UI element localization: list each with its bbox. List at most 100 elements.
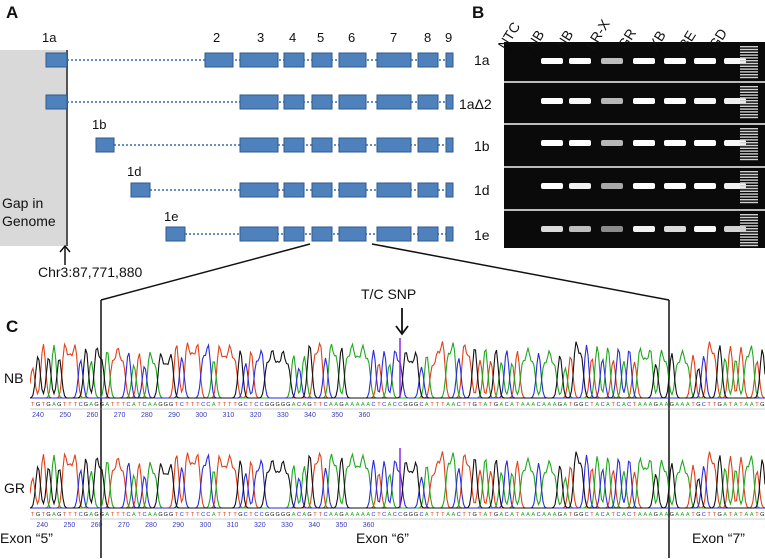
base-call: A [510, 512, 514, 518]
base-call: A [153, 402, 157, 408]
gap-boundary-line [66, 50, 68, 246]
base-call: G [494, 512, 498, 518]
transcript-label-1a-delta2: 1aΔ2 [459, 96, 492, 112]
position-label: 290 [172, 522, 184, 529]
gel-band [633, 226, 655, 232]
trace-G-channel [30, 451, 765, 509]
base-call: C [382, 402, 386, 408]
exon-box-1d [130, 182, 151, 198]
base-call: T [633, 512, 637, 518]
base-call: A [547, 512, 551, 518]
base-call: G [169, 402, 173, 408]
base-call: G [414, 512, 418, 518]
base-call: T [111, 512, 115, 518]
base-call: G [276, 512, 280, 518]
exon-box-4 [283, 94, 305, 110]
base-call: A [643, 512, 647, 518]
base-call: G [409, 402, 413, 408]
ladder-band [740, 108, 758, 110]
base-call: G [36, 402, 40, 408]
base-call: A [105, 402, 109, 408]
exon-number-3: 3 [257, 30, 265, 45]
base-call: A [750, 402, 754, 408]
exon-box-7 [376, 52, 412, 68]
base-call: T [489, 402, 493, 408]
base-call: A [212, 512, 216, 518]
base-call: T [436, 512, 440, 518]
base-call: T [707, 512, 711, 518]
exon-box-1b [95, 137, 115, 153]
base-call: T [249, 402, 253, 408]
exon-box-6 [338, 94, 367, 110]
ladder-band [740, 54, 758, 56]
first-exon-label-1d: 1d [127, 164, 142, 179]
exon-box-8 [417, 226, 439, 242]
base-call: T [116, 512, 120, 518]
base-call: A [452, 402, 456, 408]
gel-band [633, 140, 655, 146]
base-call: C [142, 512, 146, 518]
base-call: T [185, 402, 189, 408]
ladder-band [740, 116, 758, 119]
base-call: C [457, 512, 461, 518]
base-call: G [718, 402, 722, 408]
exon-box-3 [239, 226, 279, 242]
exon-box-5 [311, 94, 333, 110]
base-call: A [388, 402, 392, 408]
gel-band [541, 58, 563, 64]
ladder-band [740, 193, 758, 195]
base-call: G [169, 512, 173, 518]
gel-band [664, 226, 686, 232]
exon-box-8 [417, 52, 439, 68]
base-call: T [137, 402, 141, 408]
base-call: T [217, 512, 221, 518]
base-call: C [382, 512, 386, 518]
base-call: A [745, 402, 749, 408]
snp-arrow-icon [395, 308, 409, 336]
ladder-band [740, 65, 758, 67]
gel-band [541, 226, 563, 232]
ladder-band [740, 60, 758, 62]
base-call: G [473, 402, 477, 408]
base-call: G [760, 402, 764, 408]
base-call: T [691, 512, 695, 518]
base-call: C [601, 402, 605, 408]
first-exon-label-1b: 1b [92, 117, 107, 132]
ladder-band [740, 74, 758, 76]
base-call: G [409, 512, 413, 518]
base-call: T [713, 402, 717, 408]
base-call: G [403, 512, 407, 518]
base-call: A [350, 512, 354, 518]
base-call: T [468, 512, 472, 518]
ladder-band [740, 228, 758, 230]
gene-structure-diagram [45, 52, 454, 242]
exon-box-6 [338, 182, 367, 198]
base-call: A [643, 402, 647, 408]
gap-label-line-1: Gap in [2, 195, 44, 211]
base-call: T [116, 402, 120, 408]
exon-box-4 [283, 137, 305, 153]
gel-band [694, 98, 716, 104]
gel-band [724, 58, 746, 64]
base-call: C [126, 402, 130, 408]
base-call: T [111, 402, 115, 408]
position-label: 250 [59, 412, 71, 419]
gel-band [633, 98, 655, 104]
base-call: C [371, 512, 375, 518]
first-exon-label-1e: 1e [164, 209, 179, 224]
exon-box-3 [239, 182, 279, 198]
base-call: A [302, 512, 306, 518]
base-call: T [713, 512, 717, 518]
exon-box-7 [376, 94, 412, 110]
exon-box-5 [311, 226, 333, 242]
trace-sample-gr: GR [4, 480, 25, 496]
base-call: G [164, 512, 168, 518]
base-call: A [356, 512, 360, 518]
ladder-band [740, 91, 758, 93]
base-call: G [307, 402, 311, 408]
base-call: A [606, 512, 610, 518]
exon-region-label-5: Exon “5” [0, 530, 53, 546]
base-call: C [457, 402, 461, 408]
base-call: T [31, 402, 35, 408]
